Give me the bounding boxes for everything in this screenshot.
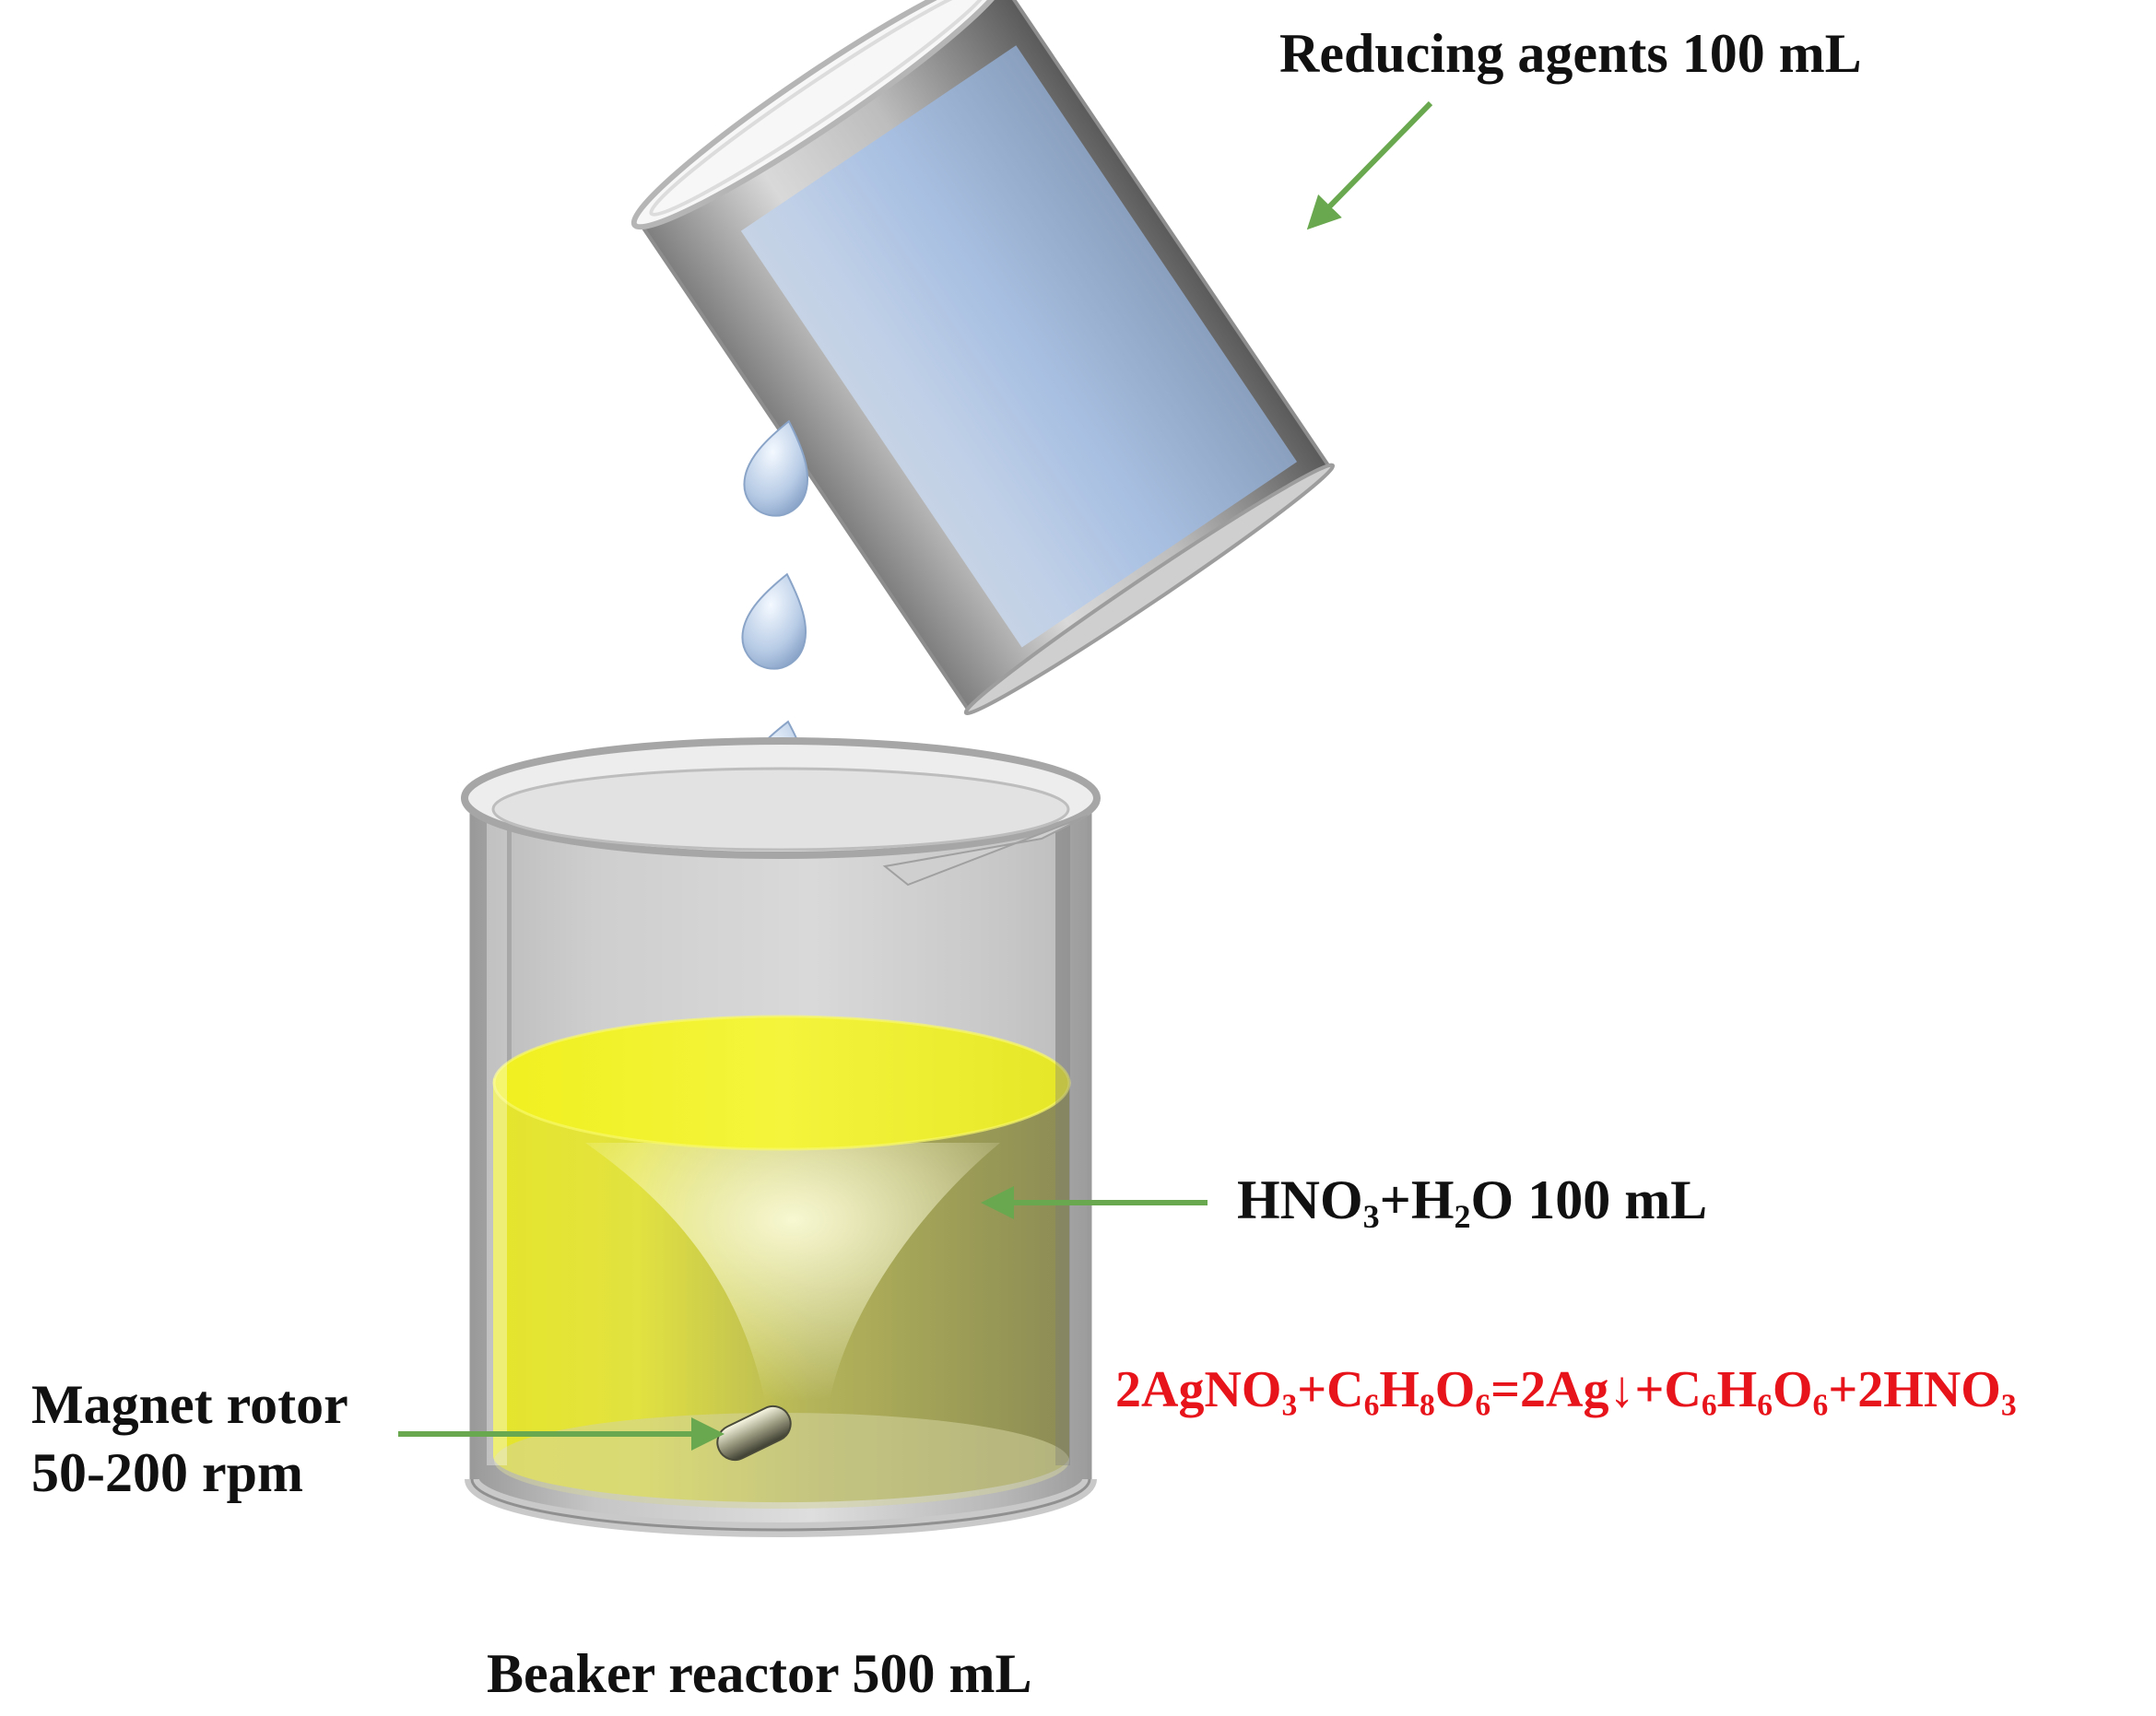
subscript: 3: [1362, 1198, 1380, 1236]
magnet-rotor-label: Magnet rotor: [31, 1374, 348, 1435]
magnet-rotor-speed-label: 50-200 rpm: [31, 1442, 303, 1503]
solution-part: HNO: [1237, 1169, 1363, 1230]
arrow-icon: [1306, 100, 1433, 230]
equation-part: +2HNO: [1828, 1361, 2001, 1418]
water-drop-icon: [741, 572, 807, 670]
subscript: 6: [1812, 1388, 1829, 1423]
beaker-reactor-label: Beaker reactor 500 mL: [487, 1643, 1032, 1704]
water-drop-icon: [743, 419, 809, 517]
reducing-agents-label: Reducing agents 100 mL: [1279, 23, 1862, 84]
solution-part: O 100 mL: [1470, 1169, 1708, 1230]
subscript: 6: [1757, 1388, 1773, 1423]
subscript: 2: [1454, 1198, 1471, 1236]
subscript: 6: [1363, 1388, 1380, 1423]
solution-label: HNO3+H2O 100 mL: [1237, 1172, 1707, 1233]
equation-part: =2Ag↓+C: [1490, 1361, 1702, 1418]
solution-part: +H: [1379, 1169, 1455, 1230]
beaker-icon: [461, 737, 1101, 1537]
reaction-equation: 2AgNO3+C6H8O6=2Ag↓+C6H6O6+2HNO3: [1115, 1364, 2017, 1421]
pouring-beaker-icon: [630, 0, 1336, 715]
subscript: 6: [1475, 1388, 1491, 1423]
equation-part: 2AgNO: [1115, 1361, 1282, 1418]
equation-part: H: [1716, 1361, 1758, 1418]
equation-part: H: [1379, 1361, 1420, 1418]
subscript: 6: [1701, 1388, 1717, 1423]
equation-part: O: [1772, 1361, 1813, 1418]
subscript: 8: [1419, 1388, 1435, 1423]
subscript: 3: [1281, 1388, 1298, 1423]
subscript: 3: [2000, 1388, 2017, 1423]
equation-part: +C: [1297, 1361, 1364, 1418]
equation-part: O: [1434, 1361, 1476, 1418]
